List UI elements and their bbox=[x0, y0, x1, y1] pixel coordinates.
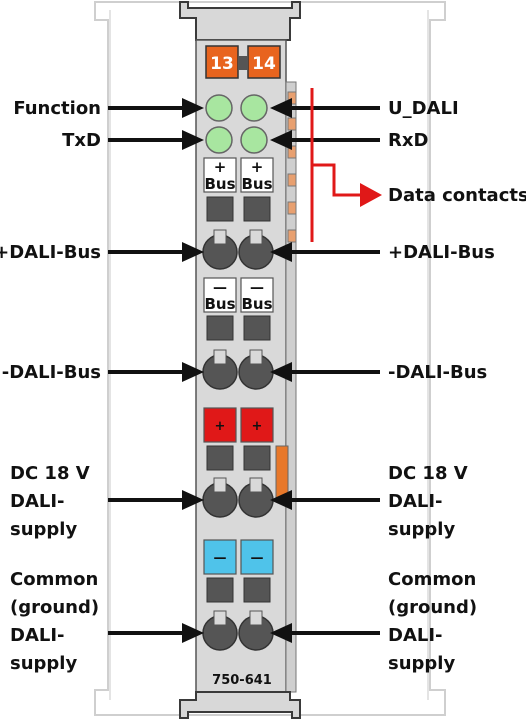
label-plus-dali-bus-right: +DALI-Bus bbox=[388, 242, 495, 263]
red-plus-symbol-left: + bbox=[215, 419, 226, 434]
led-function bbox=[205, 94, 233, 122]
terminal-tag-gap bbox=[238, 56, 248, 70]
label-common-right-2: (ground) bbox=[388, 597, 478, 618]
led-rxd bbox=[240, 126, 268, 154]
red-plus-plate-right bbox=[240, 407, 274, 443]
label-common-right-3: DALI- bbox=[388, 625, 443, 646]
module-bottom-foot bbox=[179, 691, 301, 719]
test-socket-1-right bbox=[243, 196, 271, 222]
rail-inner bbox=[109, 10, 429, 700]
test-socket-4-right bbox=[243, 577, 271, 603]
label-common-left-2: (ground) bbox=[10, 597, 100, 618]
label-minus-dali-bus-right: -DALI-Bus bbox=[388, 362, 488, 383]
label-common-left-1: Common bbox=[10, 569, 99, 590]
label-dc-supply-right-3: supply bbox=[388, 519, 456, 540]
test-socket-2-right bbox=[243, 315, 271, 341]
led-txd bbox=[205, 126, 233, 154]
bus-plus-plate-right bbox=[240, 157, 274, 193]
bus-plus-plate-left bbox=[203, 157, 237, 193]
label-plus-dali-bus-left: +DALI-Bus bbox=[0, 242, 101, 263]
label-function: Function bbox=[13, 98, 101, 119]
label-dc-supply-left-3: supply bbox=[10, 519, 78, 540]
bus-word-right-1: Bus bbox=[241, 175, 272, 193]
terminal-number-13: 13 bbox=[210, 54, 234, 74]
label-dc-supply-right-2: DALI- bbox=[388, 491, 443, 512]
test-socket-4-left bbox=[206, 577, 234, 603]
label-common-left-3: DALI- bbox=[10, 625, 65, 646]
bus-plus-symbol-right: + bbox=[251, 158, 264, 176]
label-dc-supply-right-1: DC 18 V bbox=[388, 463, 468, 484]
bus-minus-symbol-left: — bbox=[213, 280, 227, 296]
bus-word-right-2: Bus bbox=[241, 295, 272, 313]
red-plus-plate-left bbox=[203, 407, 237, 443]
label-common-right-1: Common bbox=[388, 569, 477, 590]
label-minus-dali-bus-left: -DALI-Bus bbox=[1, 362, 101, 383]
label-u-dali: U_DALI bbox=[388, 98, 459, 119]
blue-minus-plate-right bbox=[240, 539, 274, 575]
bus-plus-symbol-left: + bbox=[214, 158, 227, 176]
bus-word-left-1: Bus bbox=[204, 175, 235, 193]
data-contacts-arrowhead bbox=[360, 183, 382, 207]
part-number: 750-641 bbox=[212, 673, 272, 688]
data-contacts-indicator bbox=[310, 88, 362, 242]
red-plus-symbol-right: + bbox=[252, 419, 263, 434]
test-socket-3-right bbox=[243, 445, 271, 471]
arrows-right bbox=[270, 98, 380, 643]
arrows-left bbox=[108, 98, 204, 643]
label-dc-supply-left-2: DALI- bbox=[10, 491, 65, 512]
test-socket-3-left bbox=[206, 445, 234, 471]
label-txd: TxD bbox=[62, 130, 101, 151]
label-dc-supply-left-1: DC 18 V bbox=[10, 463, 90, 484]
blue-minus-plate-left bbox=[203, 539, 237, 575]
test-socket-2-left bbox=[206, 315, 234, 341]
terminal-tag-13 bbox=[205, 45, 239, 79]
label-common-left-4: supply bbox=[10, 653, 78, 674]
bus-minus-symbol-right: — bbox=[250, 280, 264, 296]
blue-minus-symbol-right: — bbox=[251, 551, 264, 566]
bus-minus-plate-right bbox=[240, 277, 274, 313]
label-data-contacts: Data contacts bbox=[388, 185, 526, 206]
bus-word-left-2: Bus bbox=[204, 295, 235, 313]
spring-clamp-common bbox=[202, 610, 274, 651]
spring-clamp-minus-dali bbox=[202, 349, 274, 390]
module-body bbox=[179, 1, 301, 41]
test-socket-1-left bbox=[206, 196, 234, 222]
label-rxd: RxD bbox=[388, 130, 429, 151]
terminal-number-14: 14 bbox=[252, 54, 276, 74]
led-u-dali bbox=[240, 94, 268, 122]
rail-outline bbox=[94, 1, 446, 716]
bus-minus-plate-left bbox=[203, 277, 237, 313]
blue-minus-symbol-left: — bbox=[214, 551, 227, 566]
label-common-right-4: supply bbox=[388, 653, 456, 674]
